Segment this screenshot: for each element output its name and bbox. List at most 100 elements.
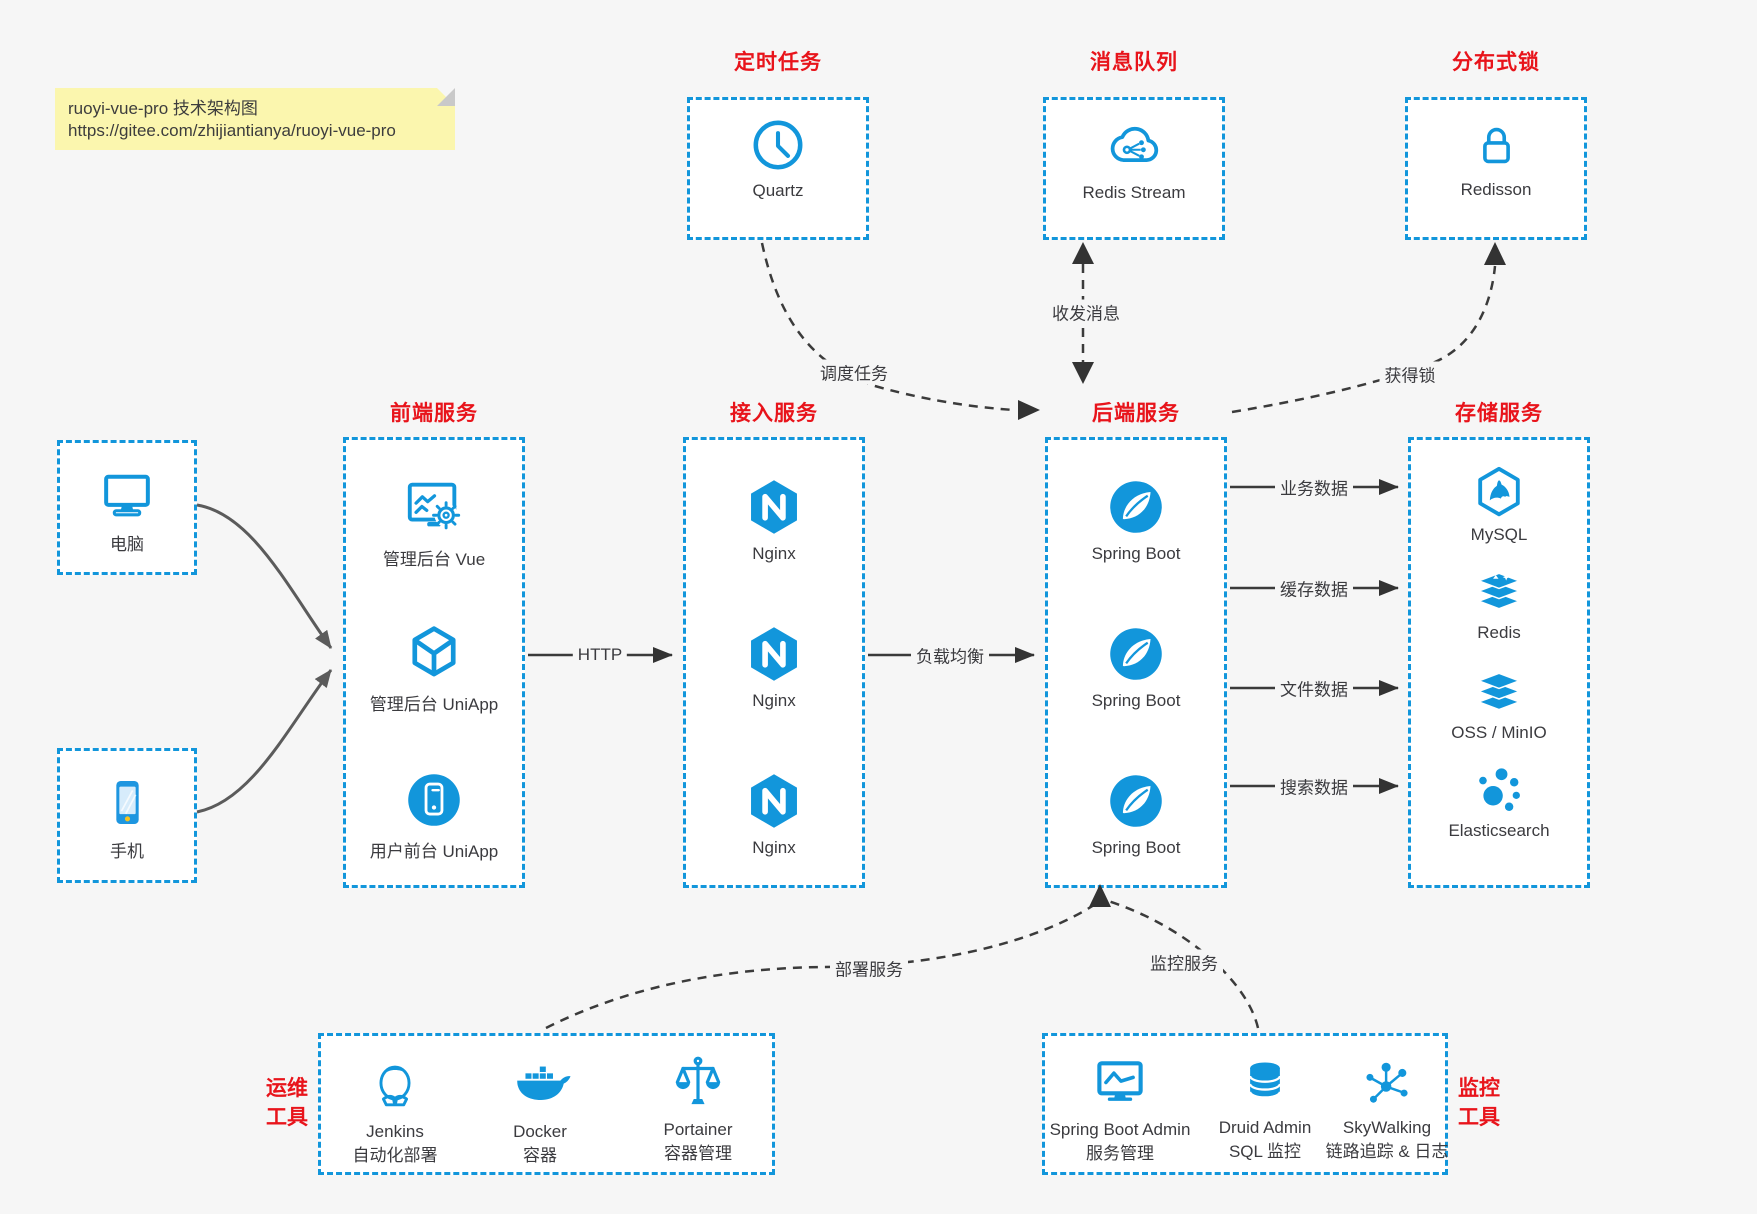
clock-icon — [749, 116, 807, 174]
group-box-backend: Spring Boot Spring Boot Spring Boot — [1045, 437, 1227, 888]
edge-label-file-data: 文件数据 — [1275, 675, 1353, 701]
springboot-icon — [1106, 477, 1166, 537]
node-label: Spring Boot Admin — [1049, 1120, 1191, 1139]
sticky-note: ruoyi-vue-pro 技术架构图 https://gitee.com/zh… — [55, 88, 455, 150]
node-label: 管理后台 Vue — [382, 550, 486, 569]
group-box-scheduler: Quartz — [687, 97, 869, 240]
admin-vue-icon — [403, 476, 465, 538]
portainer-icon — [668, 1053, 728, 1113]
node-label: Nginx — [752, 838, 796, 857]
node-redis-stream: Redis Stream — [1046, 116, 1222, 203]
node-sublabel: 容器 — [523, 1146, 557, 1165]
node-skywalking: SkyWalking 链路追踪 & 日志 — [1287, 1055, 1487, 1163]
node-phone: 手机 — [60, 775, 194, 862]
arrowhead-schedule-task — [1018, 400, 1040, 420]
stack-icon — [1472, 664, 1526, 718]
group-title-gateway: 接入服务 — [730, 402, 818, 425]
node-druid: Druid Admin SQL 监控 — [1165, 1055, 1365, 1163]
sba-icon — [1090, 1053, 1150, 1113]
group-title-storage: 存储服务 — [1455, 402, 1543, 425]
node-label: Nginx — [752, 691, 796, 710]
edge-label-monitor: 监控服务 — [1145, 949, 1223, 975]
nginx-icon — [744, 624, 804, 684]
node-springboot-admin: Spring Boot Admin 服务管理 — [1020, 1053, 1220, 1165]
node-redisson: Redisson — [1408, 118, 1584, 200]
arrow-pc-to-frontend — [196, 503, 333, 649]
arrow-deploy — [545, 903, 1095, 1030]
note-fold-corner — [437, 88, 455, 106]
node-sublabel: 链路追踪 & 日志 — [1325, 1142, 1449, 1161]
node-label: Jenkins — [366, 1122, 424, 1141]
node-label: Nginx — [752, 544, 796, 563]
arrow-phone-to-frontend — [196, 669, 333, 814]
edge-label-search-data: 搜索数据 — [1275, 773, 1353, 799]
skywalking-icon — [1359, 1055, 1415, 1111]
springboot-icon — [1106, 624, 1166, 684]
node-jenkins: Jenkins 自动化部署 — [295, 1053, 495, 1167]
arrowhead-lock — [1484, 242, 1506, 265]
node-nginx-2: Nginx — [686, 624, 862, 711]
note-url: https://gitee.com/zhijiantianya/ruoyi-vu… — [68, 121, 396, 140]
cube-icon — [404, 623, 464, 683]
node-nginx-1: Nginx — [686, 477, 862, 564]
lock-icon — [1469, 118, 1524, 173]
elasticsearch-icon — [1472, 762, 1526, 816]
node-elasticsearch: Elasticsearch — [1411, 762, 1587, 841]
node-label: Redis Stream — [1082, 183, 1186, 202]
node-label: Spring Boot — [1091, 544, 1181, 563]
node-label: Spring Boot — [1091, 691, 1181, 710]
group-box-mq: Redis Stream — [1043, 97, 1225, 240]
redis-icon — [1472, 564, 1526, 618]
edge-label-business-data: 业务数据 — [1275, 474, 1353, 500]
note-title: ruoyi-vue-pro 技术架构图 — [68, 99, 258, 118]
node-label: 电脑 — [110, 535, 144, 554]
cloud-share-icon — [1104, 116, 1164, 176]
edge-label-load-balance: 负载均衡 — [911, 642, 989, 668]
group-title-scheduler: 定时任务 — [734, 51, 822, 74]
edge-label-schedule-task: 调度任务 — [815, 359, 893, 385]
group-title-frontend: 前端服务 — [390, 402, 478, 425]
smartphone-icon — [100, 775, 155, 830]
node-springboot-1: Spring Boot — [1048, 477, 1224, 564]
edge-label-lock: 获得锁 — [1379, 361, 1441, 387]
arrowhead-message-up — [1072, 242, 1094, 264]
arrow-schedule-task — [760, 242, 1015, 412]
group-title-backend: 后端服务 — [1092, 402, 1180, 425]
node-label: Elasticsearch — [1448, 821, 1550, 840]
node-label: Quartz — [752, 181, 804, 200]
group-box-lock: Redisson — [1405, 97, 1587, 240]
node-portainer: Portainer 容器管理 — [598, 1053, 798, 1165]
node-label: Spring Boot — [1091, 838, 1181, 857]
node-label: Redisson — [1460, 180, 1532, 199]
group-title-ops: 运维 工具 — [266, 1077, 308, 1129]
group-title-monitoring: 监控 工具 — [1458, 1077, 1500, 1129]
springboot-icon — [1106, 771, 1166, 831]
node-springboot-2: Spring Boot — [1048, 624, 1224, 711]
edge-label-http: HTTP — [572, 645, 628, 665]
docker-icon — [509, 1053, 571, 1115]
node-sublabel: 容器管理 — [664, 1144, 732, 1163]
node-nginx-3: Nginx — [686, 771, 862, 858]
node-redis: Redis — [1411, 564, 1587, 643]
node-oss-minio: OSS / MinIO — [1411, 664, 1587, 743]
node-label: 管理后台 UniApp — [369, 695, 499, 714]
node-springboot-3: Spring Boot — [1048, 771, 1224, 858]
group-box-ops: Jenkins 自动化部署 Docker 容器 Portainer 容器管理 — [318, 1033, 775, 1175]
jenkins-icon — [364, 1053, 426, 1115]
node-sublabel: 服务管理 — [1086, 1144, 1154, 1163]
edge-label-deploy: 部署服务 — [830, 955, 908, 981]
group-box-frontend: 管理后台 Vue 管理后台 UniApp 用户前台 UniApp — [343, 437, 525, 888]
node-sublabel: 自动化部署 — [352, 1146, 438, 1165]
group-title-lock: 分布式锁 — [1452, 51, 1540, 74]
node-label: OSS / MinIO — [1451, 723, 1547, 742]
node-label: Docker — [513, 1122, 567, 1141]
node-label: MySQL — [1470, 525, 1528, 544]
node-pc: 电脑 — [60, 465, 194, 555]
nginx-icon — [744, 771, 804, 831]
node-label: SkyWalking — [1342, 1118, 1432, 1137]
node-label: 手机 — [110, 842, 144, 861]
node-label: Portainer — [663, 1120, 733, 1139]
node-admin-uniapp: 管理后台 UniApp — [346, 623, 522, 715]
nginx-icon — [744, 477, 804, 537]
